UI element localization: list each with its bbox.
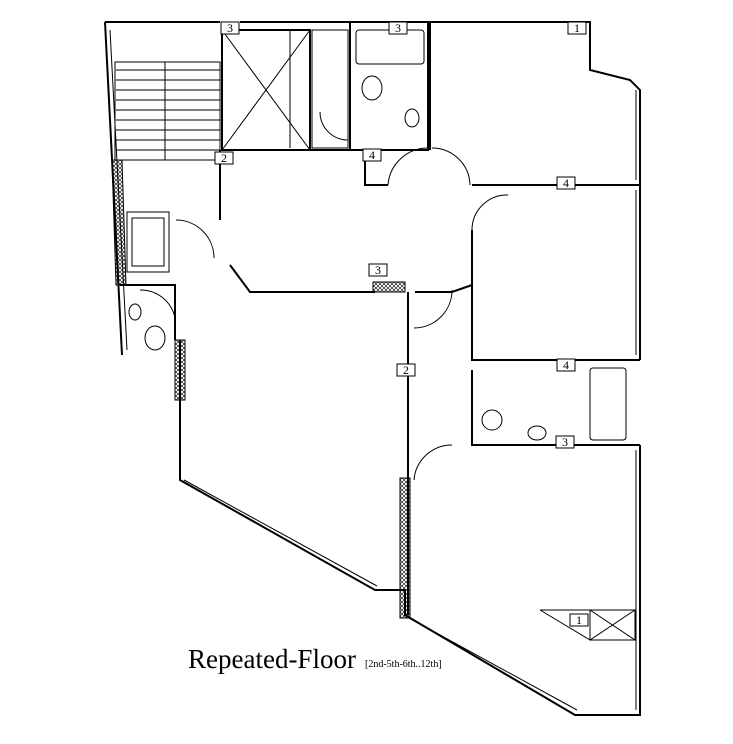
kitchen-unit-icon (126, 211, 170, 273)
bathtub-icon (589, 367, 627, 441)
tag: 2 (396, 363, 416, 377)
sink-icon (404, 108, 420, 128)
drawing-floors: [2nd-5th-6th..12th] (365, 659, 442, 670)
tag: 4 (556, 176, 576, 190)
svg-text:3: 3 (375, 263, 381, 277)
svg-text:1: 1 (574, 21, 580, 35)
tag: 4 (362, 148, 382, 162)
svg-text:2: 2 (221, 151, 227, 165)
toilet-icon (361, 75, 383, 101)
svg-text:1: 1 (576, 613, 582, 627)
rooms-right (387, 22, 640, 710)
svg-text:4: 4 (563, 358, 569, 372)
interior-walls (111, 149, 473, 619)
door-swing-icon (319, 111, 349, 141)
door-swing-icon (471, 194, 509, 231)
tag: 3 (368, 263, 388, 277)
door-swing-icon (413, 289, 453, 329)
svg-text:2: 2 (403, 363, 409, 377)
tag: 1 (569, 613, 589, 627)
tag: 1 (567, 21, 587, 35)
window-door-tags: 3 3 1 2 4 4 3 2 4 3 1 (214, 21, 589, 627)
door-swing-icon (431, 147, 471, 186)
svg-text:4: 4 (369, 148, 375, 162)
door-swing-icon (387, 147, 429, 186)
drawing-title: Repeated-Floor (188, 644, 356, 674)
svg-text:4: 4 (563, 176, 569, 190)
sink-icon (128, 303, 142, 321)
svg-text:3: 3 (395, 21, 401, 35)
tag: 2 (214, 151, 234, 165)
svg-text:3: 3 (562, 435, 568, 449)
bathtub-icon (355, 29, 425, 65)
bathroom-top (319, 21, 429, 151)
toilet-icon (481, 409, 503, 431)
tag: 4 (556, 358, 576, 372)
tag: 3 (388, 21, 408, 35)
door-swing-icon (413, 444, 453, 481)
toilet-icon (144, 325, 166, 351)
staircase (114, 61, 221, 161)
door-swing-icon (139, 289, 176, 319)
sink-icon (527, 425, 547, 441)
door-swing-icon (175, 219, 215, 259)
tag: 3 (555, 435, 575, 449)
svg-text:3: 3 (227, 21, 233, 35)
tag: 3 (220, 21, 240, 35)
